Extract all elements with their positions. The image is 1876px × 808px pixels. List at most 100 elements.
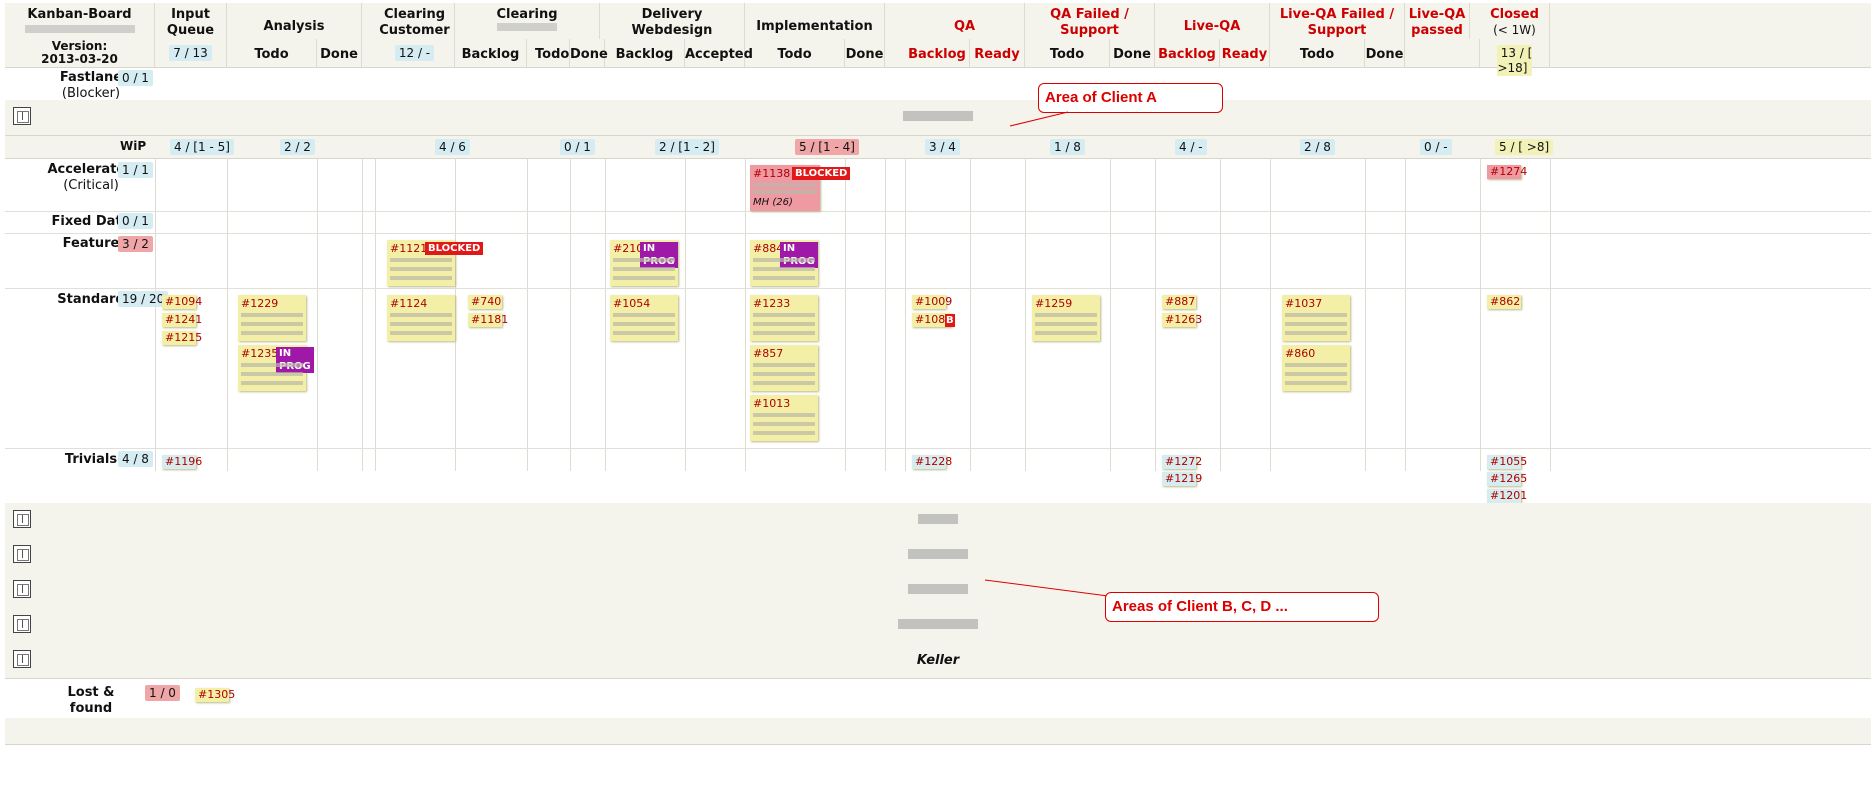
subcol-liveqa-ready[interactable]: Ready	[1220, 39, 1270, 67]
blocked-tag: B	[945, 314, 955, 327]
expand-collapse-icon[interactable]	[13, 650, 31, 668]
col-delivery-webdesign[interactable]: Delivery Webdesign	[600, 3, 745, 39]
lane-label: Standard	[57, 292, 125, 307]
card-1272[interactable]: #1272	[1162, 455, 1202, 469]
col-qa-failed[interactable]: QA Failed / Support	[1025, 3, 1155, 39]
subcol-delivery-backlog[interactable]: Backlog	[605, 39, 685, 67]
subcol-analysis-todo[interactable]: Todo	[227, 39, 317, 67]
clearing-customer-count-cell: 12 / -	[375, 39, 455, 67]
subcol-qa-backlog[interactable]: Backlog	[905, 39, 970, 67]
card-1265[interactable]: #1265	[1487, 472, 1527, 486]
card-1201[interactable]: #1201	[1487, 489, 1527, 503]
card-740[interactable]: #740	[468, 295, 502, 309]
col-title: Live-QA	[1183, 19, 1241, 34]
card-1263[interactable]: #1263	[1162, 313, 1202, 327]
col-divider	[155, 158, 156, 471]
col-qa[interactable]: QA	[905, 3, 1025, 39]
subcol-qafail-done[interactable]: Done	[1110, 39, 1155, 67]
card-862[interactable]: #862	[1487, 295, 1521, 309]
card-text-blurred	[613, 276, 675, 280]
card-1219[interactable]: #1219	[1162, 472, 1202, 486]
swimlane-client-b[interactable]	[5, 503, 1871, 539]
card-id: #1233	[753, 297, 791, 310]
subcol-qafail-todo[interactable]: Todo	[1025, 39, 1110, 67]
card-1121[interactable]: #1121 BLOCKED	[387, 240, 484, 286]
lane-label: Lost & found	[67, 685, 115, 716]
col-divider	[1365, 158, 1366, 471]
blocked-tag: BLOCKED	[425, 242, 484, 255]
col-input-queue[interactable]: Input Queue	[155, 3, 227, 39]
card-1009[interactable]: #1009	[912, 295, 952, 309]
col-analysis[interactable]: Analysis	[227, 3, 362, 39]
card-857[interactable]: #857	[750, 345, 818, 391]
card-1228[interactable]: #1228	[912, 455, 952, 469]
card-1241[interactable]: #1241	[162, 313, 202, 327]
card-1094[interactable]: #1094	[162, 295, 202, 309]
lane-label: Accelerated(Critical)	[47, 162, 135, 193]
subcol-impl-todo[interactable]: Todo	[745, 39, 845, 67]
card-1124[interactable]: #1124	[387, 295, 455, 341]
card-id: #1013	[753, 397, 791, 410]
card-1086[interactable]: #1086 B	[912, 313, 955, 327]
card-1229[interactable]: #1229	[238, 295, 306, 341]
card-1054[interactable]: #1054	[610, 295, 678, 341]
card-1138[interactable]: #1138 BLOCKED MH (26)	[750, 165, 851, 211]
card-210[interactable]: #210 IN PROG	[610, 240, 678, 286]
card-1235[interactable]: #1235 IN PROG	[238, 345, 314, 391]
card-id: #1219	[1165, 472, 1203, 485]
card-text-blurred	[1285, 331, 1347, 335]
card-id: #1196	[165, 455, 203, 468]
expand-collapse-icon[interactable]	[13, 580, 31, 598]
card-1181[interactable]: #1181	[468, 313, 508, 327]
col-divider	[362, 158, 363, 471]
card-id: #1272	[1165, 455, 1203, 468]
card-text-blurred	[613, 258, 675, 262]
subcol-qa-ready[interactable]: Ready	[970, 39, 1025, 67]
col-clearing-customer[interactable]: Clearing Customer	[375, 3, 455, 39]
card-1305[interactable]: #1305	[195, 688, 235, 702]
card-1274[interactable]: #1274	[1487, 165, 1527, 179]
col-divider	[1155, 158, 1156, 471]
subcol-clearing-todo[interactable]: Todo	[535, 39, 570, 67]
card-1055[interactable]: #1055	[1487, 455, 1527, 469]
card-1196[interactable]: #1196	[162, 455, 202, 469]
subcol-clearing-backlog[interactable]: Backlog	[455, 39, 527, 67]
card-887[interactable]: #887	[1162, 295, 1196, 309]
swimlane-keller[interactable]: Keller	[5, 643, 1871, 679]
swimlane-client-a[interactable]	[5, 100, 1871, 136]
col-clearing[interactable]: Clearing	[455, 3, 600, 39]
col-implementation[interactable]: Implementation	[745, 3, 885, 39]
col-live-qa[interactable]: Live-QA	[1155, 3, 1270, 39]
col-live-qa-failed[interactable]: Live-QA Failed / Support	[1270, 3, 1405, 39]
col-divider	[375, 158, 376, 471]
card-text-blurred	[241, 381, 303, 385]
card-884[interactable]: #884 IN PROG	[750, 240, 818, 286]
col-divider	[1270, 158, 1271, 471]
card-1259[interactable]: #1259	[1032, 295, 1100, 341]
subcol-liveqafail-todo[interactable]: Todo	[1270, 39, 1365, 67]
expand-collapse-icon[interactable]	[13, 615, 31, 633]
subcol-liveqafail-done[interactable]: Done	[1365, 39, 1405, 67]
wip-live-qa-failed: 2 / 8	[1300, 139, 1335, 155]
subcol-liveqa-backlog[interactable]: Backlog	[1155, 39, 1220, 67]
card-1013[interactable]: #1013	[750, 395, 818, 441]
subcol-clearing-done[interactable]: Done	[570, 39, 608, 67]
subcol-impl-done[interactable]: Done	[845, 39, 885, 67]
subcol-analysis-done[interactable]: Done	[317, 39, 362, 67]
swimlane-client-c[interactable]	[5, 538, 1871, 574]
expand-collapse-icon[interactable]	[13, 545, 31, 563]
col-closed[interactable]: Closed (< 1W)	[1480, 3, 1550, 39]
swimlane-name-blurred	[5, 618, 1871, 633]
col-live-qa-passed[interactable]: Live-QA passed	[1405, 3, 1470, 39]
card-860[interactable]: #860	[1282, 345, 1350, 391]
card-1233[interactable]: #1233	[750, 295, 818, 341]
subcol-delivery-accepted[interactable]: Accepted	[685, 39, 753, 67]
expand-collapse-icon[interactable]	[13, 107, 31, 125]
card-1037[interactable]: #1037	[1282, 295, 1350, 341]
board-title-cell: Kanban-Board	[5, 3, 155, 39]
card-1215[interactable]: #1215	[162, 331, 202, 345]
swimlane-client-e[interactable]	[5, 608, 1871, 644]
card-text-blurred	[1285, 372, 1347, 376]
swimlane-client-d[interactable]	[5, 573, 1871, 609]
expand-collapse-icon[interactable]	[13, 510, 31, 528]
